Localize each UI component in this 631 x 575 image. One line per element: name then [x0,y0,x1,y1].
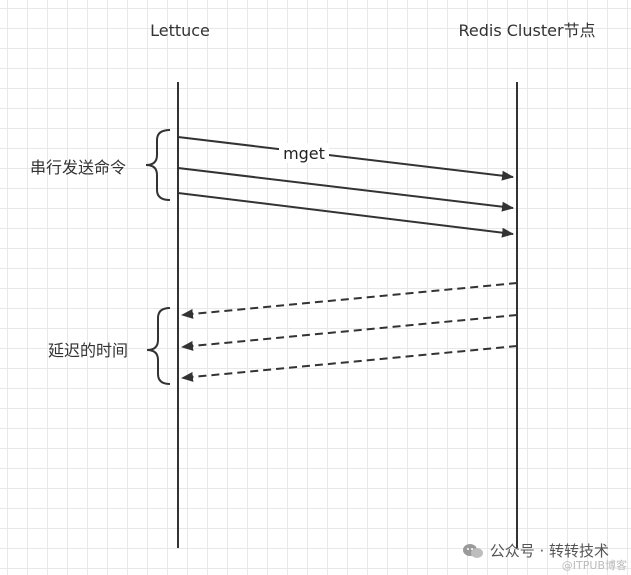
request-arrow-2 [177,167,514,212]
response-arrow-3 [181,345,518,382]
request-label-bg [279,143,329,163]
participant-lettuce-label: Lettuce [150,21,210,40]
request-arrow-1 [177,136,514,181]
response-arrow-2 [181,314,518,351]
request-label: mget [283,144,325,163]
response-arrow-1 [181,282,518,319]
delay-brace [146,307,171,385]
watermark-sub: @ITPUB博客 [561,559,627,572]
request-arrow-3 [177,192,514,238]
send-brace [145,129,171,201]
send-brace-label: 串行发送命令 [30,158,126,177]
wechat-icon [462,543,483,558]
delay-brace-label: 延迟的时间 [48,341,128,360]
watermark-text: 公众号 · 转转技术 [489,542,609,560]
watermark: 公众号 · 转转技术 [462,540,609,561]
participant-redis-label: Redis Cluster节点 [458,21,595,40]
